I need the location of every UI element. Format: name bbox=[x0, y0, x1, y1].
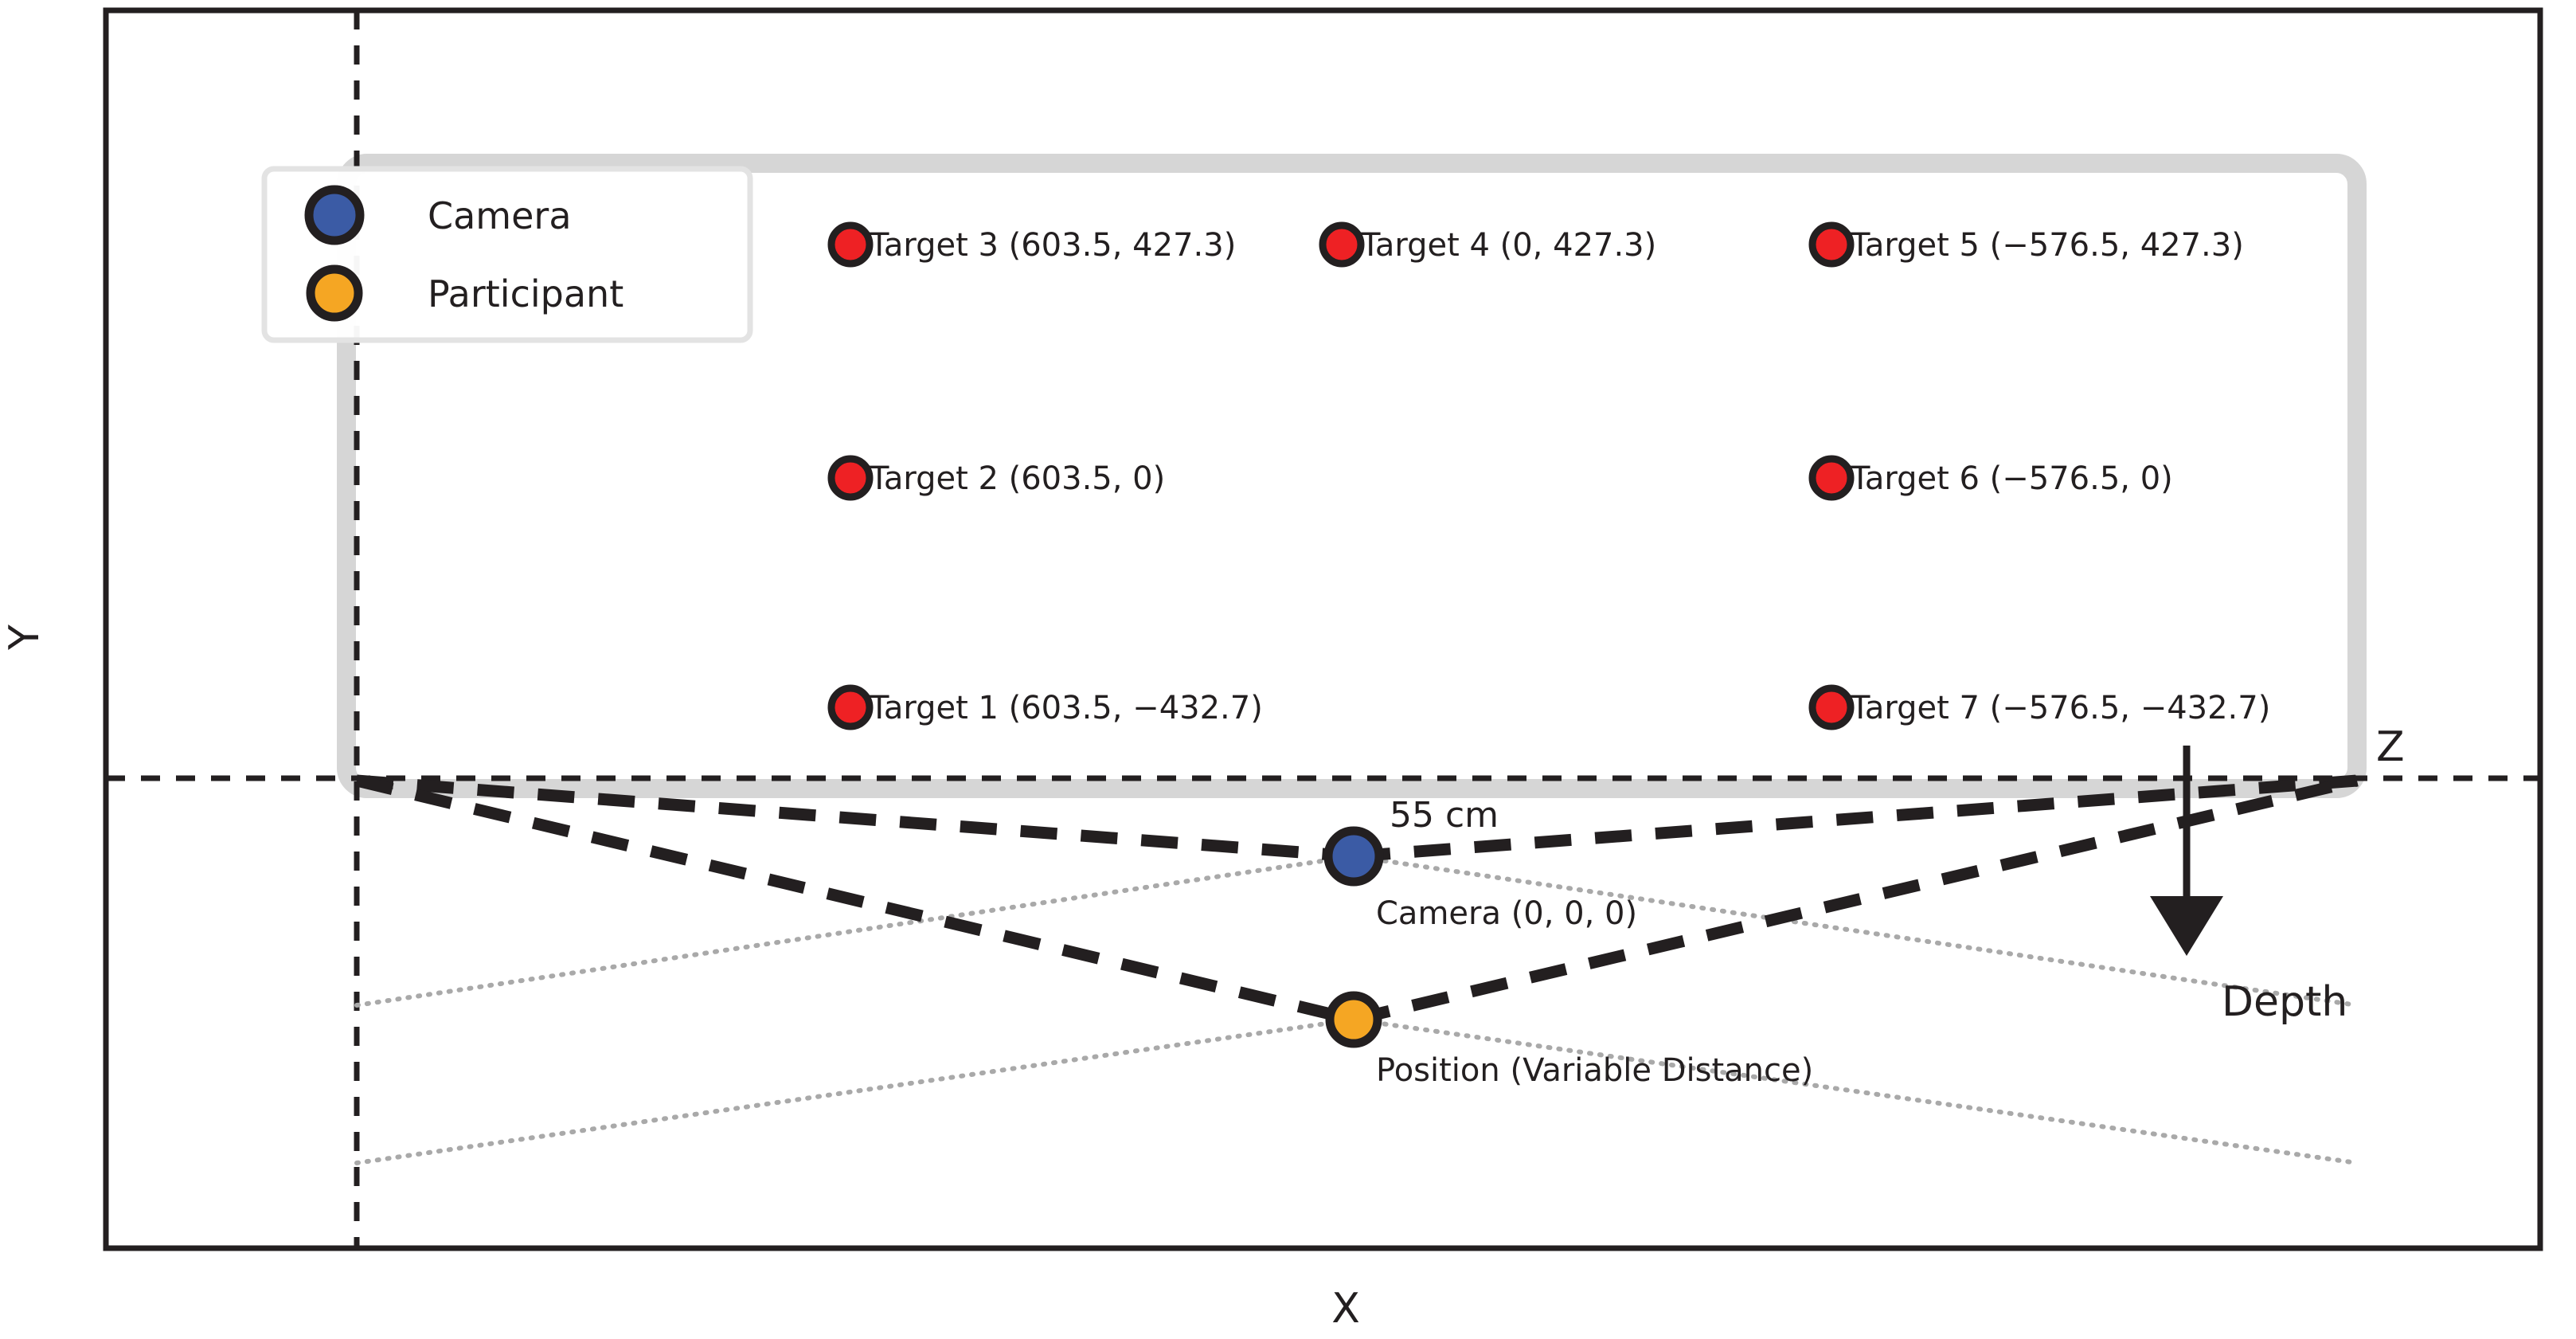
target-3-marker bbox=[827, 221, 874, 268]
camera-marker bbox=[1323, 826, 1384, 887]
sight-line-participant-left bbox=[355, 774, 1355, 1026]
screen-plane-rect bbox=[337, 154, 2367, 798]
legend-participant-icon bbox=[306, 264, 363, 322]
legend-box bbox=[261, 166, 753, 343]
camera-label: Camera (0, 0, 0) bbox=[1376, 895, 1637, 932]
target-5-marker bbox=[1808, 221, 1855, 268]
legend-item-participant[interactable]: Participant bbox=[306, 264, 623, 322]
depth-arrow bbox=[2150, 746, 2223, 956]
depth-axis-label: Depth bbox=[2222, 978, 2347, 1026]
target-2-marker bbox=[827, 455, 874, 501]
sight-lines bbox=[355, 774, 2359, 1026]
legend-camera-label: Camera bbox=[428, 194, 572, 237]
target-7-marker bbox=[1808, 684, 1855, 730]
legend-participant-label: Participant bbox=[428, 272, 623, 315]
fov-guide-lower-left bbox=[354, 1017, 1356, 1165]
target-4-label: Target 4 (0, 427.3) bbox=[1360, 227, 1656, 264]
depth-arrow-head bbox=[2150, 896, 2223, 956]
legend-item-camera[interactable]: Camera bbox=[304, 185, 572, 245]
target-1-label: Target 1 (603.5, −432.7) bbox=[869, 690, 1263, 726]
target-2-label: Target 2 (603.5, 0) bbox=[869, 460, 1165, 497]
target-7-label: Target 7 (−576.5, −432.7) bbox=[1850, 690, 2270, 726]
z-axis-label: Z bbox=[2376, 723, 2405, 771]
target-1-marker bbox=[827, 684, 874, 730]
field-of-view-guides bbox=[354, 854, 2359, 1165]
target-6-label: Target 6 (−576.5, 0) bbox=[1850, 460, 2173, 497]
y-axis-label: Y bbox=[1, 624, 49, 651]
legend-camera-icon bbox=[304, 185, 365, 245]
participant-label: Position (Variable Distance) bbox=[1376, 1052, 1813, 1089]
target-markers bbox=[827, 221, 1855, 730]
fov-guide-lower-right bbox=[1351, 1017, 2359, 1165]
dimension-annotation: 55 cm bbox=[1390, 795, 1499, 836]
participant-marker bbox=[1325, 991, 1382, 1048]
target-4-marker bbox=[1319, 221, 1365, 268]
sight-line-camera-right bbox=[1353, 774, 2358, 863]
target-labels: Target 3 (603.5, 427.3) Target 4 (0, 427… bbox=[869, 227, 2270, 726]
x-axis-label: X bbox=[1331, 1285, 1360, 1333]
legend: Camera Participant bbox=[261, 166, 753, 343]
fov-guide-upper-left bbox=[354, 854, 1356, 1008]
target-5-label: Target 5 (−576.5, 427.3) bbox=[1850, 227, 2244, 264]
sight-line-camera-left bbox=[356, 774, 1354, 863]
target-3-label: Target 3 (603.5, 427.3) bbox=[869, 227, 1236, 264]
target-6-marker bbox=[1808, 455, 1855, 501]
fov-guide-upper-right bbox=[1351, 854, 2359, 1008]
plot-frame bbox=[103, 7, 2543, 1251]
